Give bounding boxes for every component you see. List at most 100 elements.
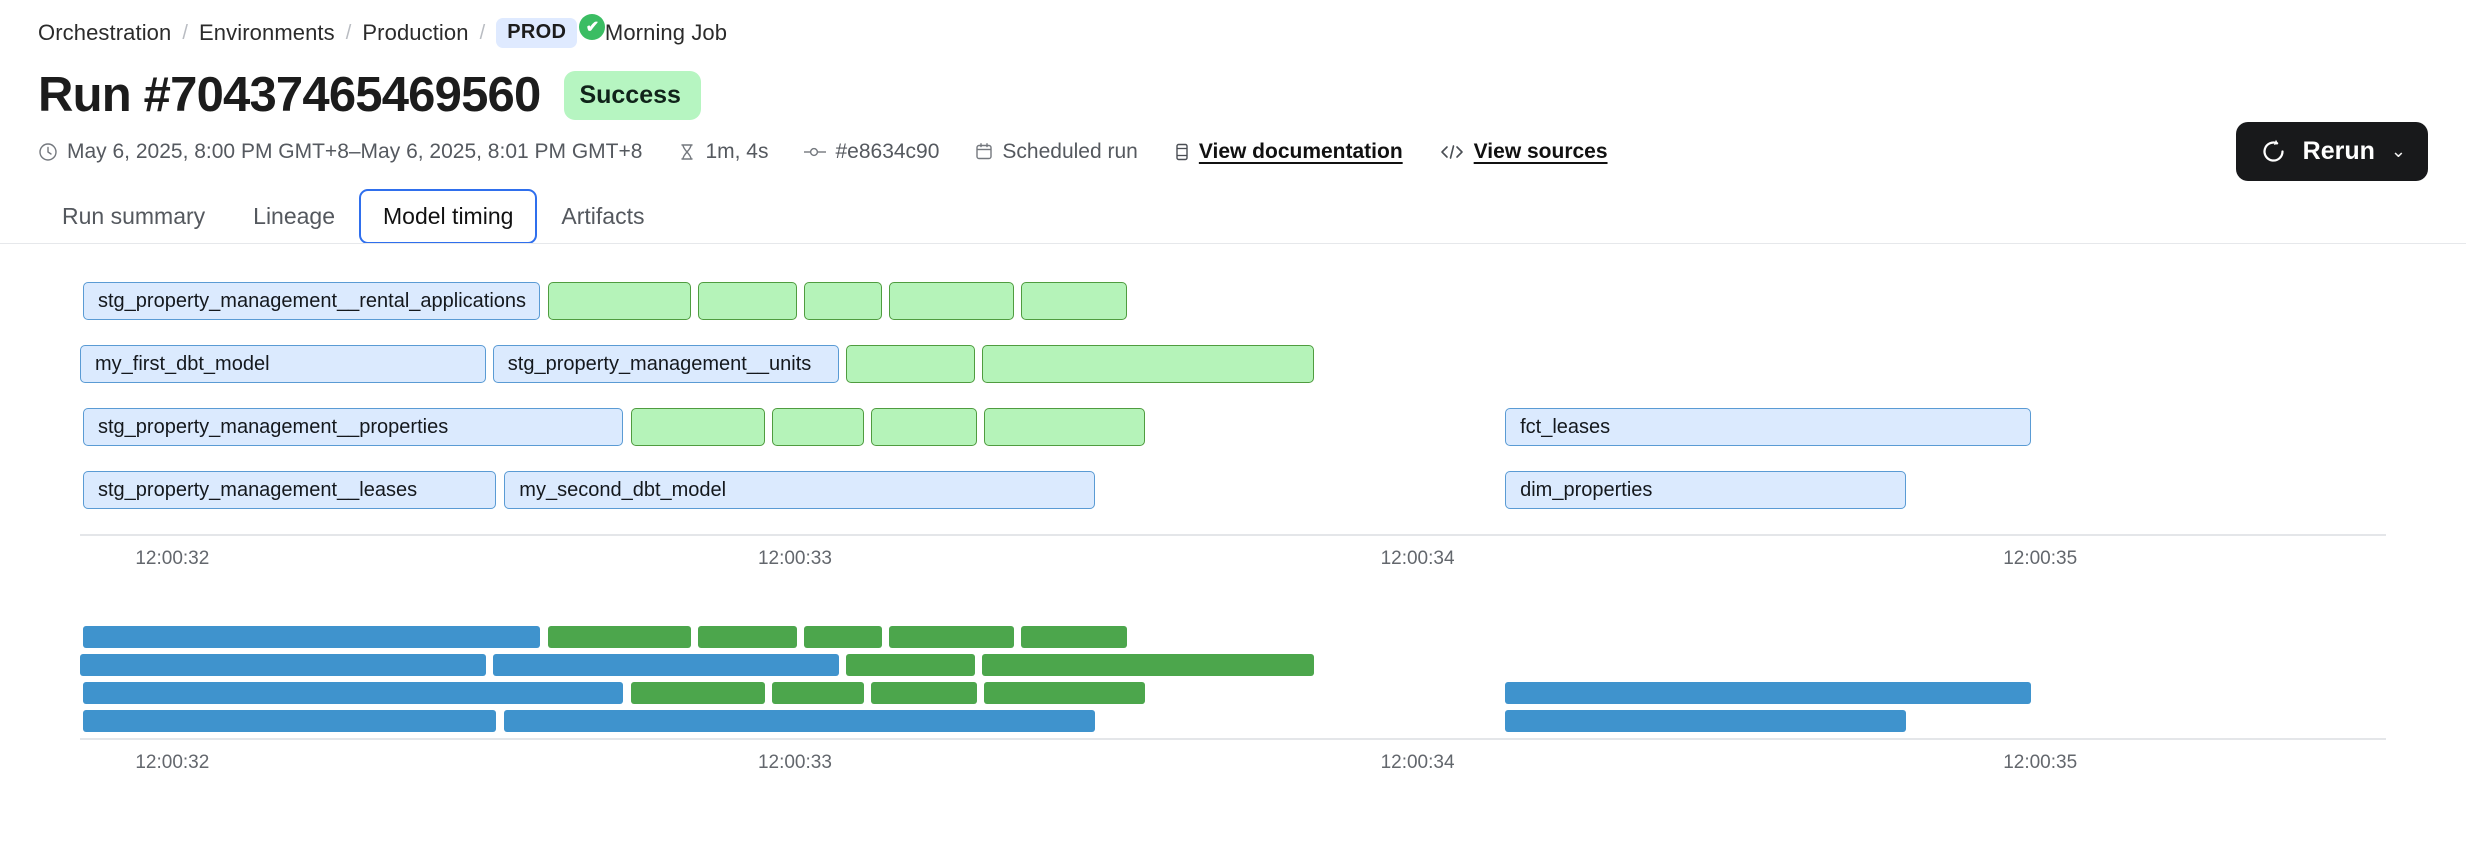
view-sources-link[interactable]: View sources	[1439, 140, 1608, 164]
minimap-row[interactable]	[80, 710, 2386, 732]
gantt-bar-test[interactable]	[870, 408, 978, 446]
minimap-bar-test[interactable]	[1020, 626, 1127, 648]
breadcrumb-separator: /	[345, 21, 352, 44]
minimap-bar-test[interactable]	[870, 682, 978, 704]
gantt-bar-test[interactable]	[548, 282, 692, 320]
minimap-bar-test[interactable]	[889, 626, 1014, 648]
status-badge-label: Success	[579, 81, 681, 109]
run-meta-row: May 6, 2025, 8:00 PM GMT+8–May 6, 2025, …	[38, 140, 2428, 164]
gantt-bar-my_second_dbt_model[interactable]: my_second_dbt_model	[504, 471, 1095, 509]
minimap-bar-test[interactable]	[698, 626, 798, 648]
minimap-bar-test[interactable]	[631, 682, 765, 704]
gantt-bar-my_first_dbt_model[interactable]: my_first_dbt_model	[80, 345, 486, 383]
chevron-down-icon[interactable]: ⌄	[2390, 141, 2406, 161]
view-documentation-link[interactable]: View documentation	[1174, 140, 1403, 164]
minimap-bar-test[interactable]	[983, 682, 1146, 704]
gantt-bar-fct_leases[interactable]: fct_leases	[1505, 408, 2031, 446]
calendar-icon	[976, 143, 993, 160]
minimap-bar-model[interactable]	[82, 626, 540, 648]
breadcrumb-item-production[interactable]: Production	[362, 20, 469, 45]
minimap-bar-model[interactable]	[82, 710, 496, 732]
minimap-axis-tick-label: 12:00:32	[135, 752, 210, 773]
meta-duration-label: 1m, 4s	[705, 140, 769, 163]
gantt-bar-stg_property_management__properties[interactable]: stg_property_management__properties	[82, 408, 623, 446]
minimap-row[interactable]	[80, 654, 2386, 676]
gantt-bar-test[interactable]	[981, 345, 1314, 383]
axis-tick-label: 12:00:33	[757, 548, 832, 569]
page-title: Run #70437465469560	[38, 68, 541, 122]
breadcrumb-item-environments[interactable]: Environments	[199, 20, 335, 45]
tab-bar: Run summary Lineage Model timing Artifacts	[0, 189, 2466, 244]
minimap-bar-model[interactable]	[504, 710, 1095, 732]
minimap-bar-model[interactable]	[82, 682, 623, 704]
tab-bar-divider	[0, 243, 2466, 244]
minimap-bar-test[interactable]	[548, 626, 692, 648]
minimap-row[interactable]	[80, 682, 2386, 704]
breadcrumb-item-orchestration[interactable]: Orchestration	[38, 20, 172, 45]
meta-trigger: Scheduled run	[975, 140, 1138, 164]
refresh-icon	[2263, 139, 2284, 162]
gantt-bar-test[interactable]	[804, 282, 883, 320]
minimap-bar-test[interactable]	[981, 654, 1314, 676]
meta-time-range-label: May 6, 2025, 8:00 PM GMT+8–May 6, 2025, …	[67, 140, 643, 163]
meta-duration: 1m, 4s	[678, 140, 768, 164]
gantt-bar-stg_property_management__units[interactable]: stg_property_management__units	[492, 345, 839, 383]
breadcrumb-separator: /	[182, 21, 189, 44]
gantt-bar-test[interactable]	[889, 282, 1014, 320]
view-documentation-label[interactable]: View documentation	[1198, 140, 1403, 163]
hourglass-icon	[681, 144, 694, 160]
gantt-bar-stg_property_management__rental_applications[interactable]: stg_property_management__rental_applicat…	[82, 282, 540, 320]
tab-run-summary[interactable]: Run summary	[62, 203, 206, 229]
minimap-axis-rule	[80, 738, 2386, 740]
gantt-bar-stg_property_management__leases[interactable]: stg_property_management__leases	[82, 471, 496, 509]
clock-icon	[39, 143, 57, 161]
gantt-bar-test[interactable]	[1020, 282, 1127, 320]
breadcrumb-item-morning-job: Morning Job	[604, 20, 728, 45]
meta-commit-label: #e8634c90	[835, 140, 940, 163]
gantt-rows: stg_property_management__rental_applicat…	[80, 282, 2386, 519]
gantt-bar-test[interactable]	[631, 408, 765, 446]
minimap-bar-model[interactable]	[492, 654, 839, 676]
check-circle-icon: ✔	[579, 14, 606, 40]
git-commit-icon	[804, 147, 827, 157]
model-timing-gantt: stg_property_management__rental_applicat…	[38, 282, 2428, 574]
breadcrumb-item-prod[interactable]: PROD	[496, 18, 578, 48]
minimap-axis-tick-label: 12:00:33	[757, 752, 832, 773]
breadcrumb-separator: /	[479, 21, 486, 44]
minimap-bar-model[interactable]	[80, 654, 486, 676]
minimap-row[interactable]	[80, 626, 2386, 648]
tab-model-timing[interactable]: Model timing	[359, 189, 538, 244]
minimap-bar-model[interactable]	[1505, 682, 2031, 704]
meta-trigger-label: Scheduled run	[1002, 140, 1138, 163]
minimap-rows[interactable]	[80, 626, 2386, 732]
gantt-bar-dim_properties[interactable]: dim_properties	[1505, 471, 1907, 509]
gantt-bar-test[interactable]	[698, 282, 798, 320]
rerun-button[interactable]: Rerun ⌄	[2235, 122, 2428, 181]
gantt-bar-test[interactable]	[983, 408, 1146, 446]
view-sources-label[interactable]: View sources	[1473, 140, 1608, 163]
book-icon	[1176, 143, 1188, 161]
minimap-axis-tick-label: 12:00:35	[2003, 752, 2078, 773]
tab-lineage[interactable]: Lineage	[253, 203, 336, 229]
axis-rule	[80, 534, 2386, 536]
gantt-row: stg_property_management__rental_applicat…	[80, 282, 2386, 330]
gantt-bar-test[interactable]	[845, 345, 975, 383]
minimap-bar-test[interactable]	[804, 626, 883, 648]
minimap-bar-model[interactable]	[1505, 710, 1907, 732]
axis-tick-label: 12:00:34	[1380, 548, 1455, 569]
minimap-bar-test[interactable]	[771, 682, 865, 704]
gantt-row: stg_property_management__properties fct_l…	[80, 408, 2386, 456]
title-row: Run #70437465469560 ✔ Success	[38, 14, 2428, 122]
gantt-bar-test[interactable]	[771, 408, 865, 446]
meta-time-range: May 6, 2025, 8:00 PM GMT+8–May 6, 2025, …	[38, 140, 642, 164]
tab-artifacts[interactable]: Artifacts	[561, 203, 645, 229]
minimap-bar-test[interactable]	[845, 654, 975, 676]
meta-commit: #e8634c90	[804, 140, 939, 164]
code-icon	[1440, 145, 1463, 159]
